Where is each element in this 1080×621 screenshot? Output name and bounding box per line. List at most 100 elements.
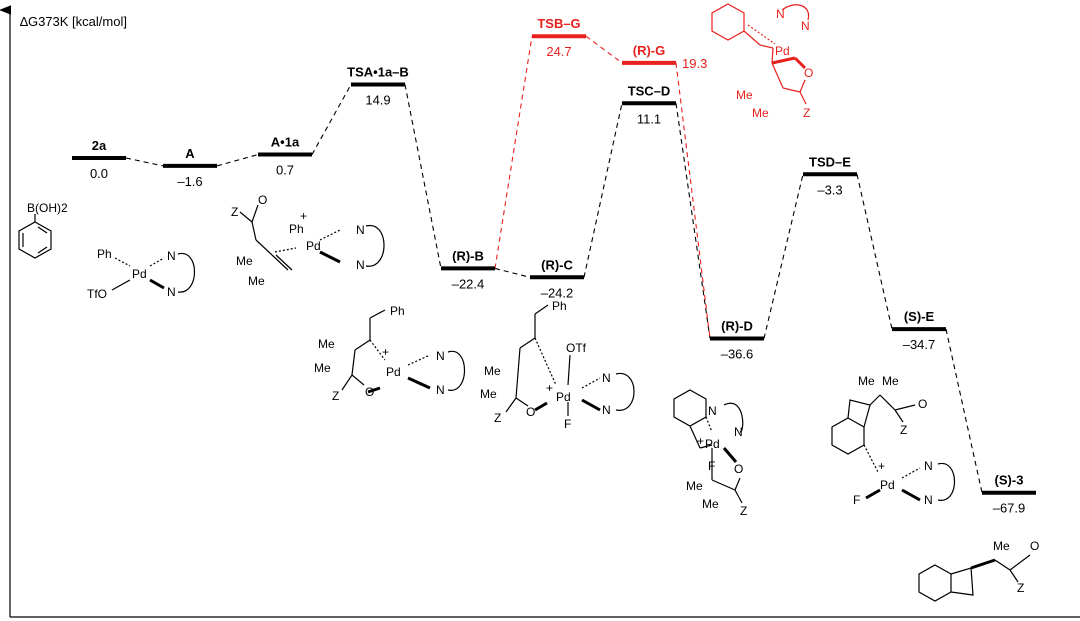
atom-label: Me <box>248 274 265 288</box>
energy-value: 11.1 <box>637 111 661 126</box>
atom-label: O <box>804 66 813 80</box>
atom-label: F <box>564 417 571 431</box>
atom-label: + <box>382 345 389 359</box>
atom-label: Pd <box>705 437 720 451</box>
atom-label: Pd <box>386 365 401 379</box>
atom-label: O <box>1030 539 1039 553</box>
energy-value: –67.9 <box>993 501 1026 516</box>
atom-label: O <box>734 462 743 476</box>
atom-label: Me <box>484 364 501 378</box>
atom-label: + <box>697 434 704 448</box>
connector-RB-TSBG <box>494 36 533 269</box>
atom-label: Me <box>858 374 875 388</box>
atom-label: Z <box>740 504 747 518</box>
atom-label: N <box>801 19 810 33</box>
atom-label: N <box>924 459 933 473</box>
atom-label: N <box>734 425 743 439</box>
y-axis-label: ∆G373K [kcal/mol] <box>20 14 127 29</box>
atom-label: N <box>167 285 176 299</box>
state-label: (R)-B <box>452 248 484 263</box>
connector-TSBG-RG <box>585 35 623 64</box>
atom-label: B(OH)2 <box>27 201 68 215</box>
atom-label: Me <box>236 254 253 268</box>
atom-label: Z <box>332 389 339 403</box>
state-label: (S)-E <box>904 309 935 324</box>
atom-label: Ph <box>97 247 112 261</box>
energy-value: 24.7 <box>546 44 571 59</box>
state-label: TSB–G <box>537 16 580 31</box>
atom-label: Me <box>993 539 1010 553</box>
atom-label: Pd <box>306 239 321 253</box>
atom-label: + <box>300 209 307 223</box>
atom-label: F <box>853 493 860 507</box>
structure-RB <box>341 309 466 394</box>
energy-value: –34.7 <box>903 337 936 352</box>
energy-value: –3.3 <box>817 182 842 197</box>
state-label: TSC–D <box>628 83 671 98</box>
connector-RD-TSDE <box>763 174 804 339</box>
connector-SE-S3 <box>945 328 983 493</box>
atom-label: Z <box>494 411 501 425</box>
structure-A1a <box>239 204 385 271</box>
energy-value: 19.3 <box>682 56 707 71</box>
atom-label: Me <box>752 106 769 120</box>
state-label: TSD–E <box>809 154 851 169</box>
atom-label: N <box>602 371 611 385</box>
energy-value: –24.2 <box>541 285 574 300</box>
atom-label: Pd <box>556 390 571 404</box>
atom-label: Pd <box>132 267 147 281</box>
atom-label: O <box>365 385 374 399</box>
atom-label: Pd <box>775 44 790 58</box>
atom-label: O <box>258 193 267 207</box>
connector-TSCD-RD <box>675 103 711 339</box>
state-label: (R)-G <box>633 43 666 58</box>
state-label: A <box>185 146 195 161</box>
state-label: TSA•1a–B <box>347 65 409 80</box>
connector-TSDE-SE <box>856 174 893 330</box>
atom-label: + <box>546 381 553 395</box>
atom-label: Me <box>736 88 753 102</box>
atom-label: Z <box>900 423 907 437</box>
connector-A1a-TSA <box>311 84 352 155</box>
energy-value: –1.6 <box>177 174 202 189</box>
structure-RD <box>673 389 744 504</box>
structure-product-S3 <box>918 554 1031 602</box>
atom-label: O <box>526 405 535 419</box>
connector-RG-RD <box>675 62 711 339</box>
structure-RG <box>711 3 810 105</box>
state-label: (S)-3 <box>995 473 1024 488</box>
atom-label: Pd <box>880 478 895 492</box>
atom-label: Ph <box>390 304 405 318</box>
atom-label: Me <box>702 497 719 511</box>
energy-value: 14.9 <box>365 93 390 108</box>
energy-value: 0.0 <box>90 166 108 181</box>
atom-label: N <box>924 493 933 507</box>
atom-label: Me <box>480 387 497 401</box>
atom-label: + <box>878 459 885 473</box>
structure-RC <box>505 304 635 416</box>
atom-label: N <box>708 404 717 418</box>
connector-RB-RC <box>494 267 531 278</box>
state-label: 2a <box>92 138 107 153</box>
atom-label: Ph <box>289 222 304 236</box>
atom-label: Me <box>882 374 899 388</box>
atom-label: Me <box>314 361 331 375</box>
atom-label: N <box>356 223 365 237</box>
connector-2a-A <box>125 157 164 167</box>
atom-label: Me <box>318 337 335 351</box>
atom-label: N <box>436 383 445 397</box>
structure-SE <box>831 394 956 502</box>
energy-value: 0.7 <box>276 163 294 178</box>
atom-label: F <box>708 459 715 473</box>
atom-label: N <box>167 249 176 263</box>
energy-value: –22.4 <box>452 276 485 291</box>
atom-label: Z <box>1017 581 1024 595</box>
atom-label: Z <box>803 106 810 120</box>
atom-label: Z <box>231 205 238 219</box>
atom-label: N <box>776 7 785 21</box>
structure-phenylboronic-acid <box>18 214 52 259</box>
atom-label: Ph <box>552 299 567 313</box>
atom-label: N <box>602 403 611 417</box>
energy-value: –36.6 <box>721 346 754 361</box>
